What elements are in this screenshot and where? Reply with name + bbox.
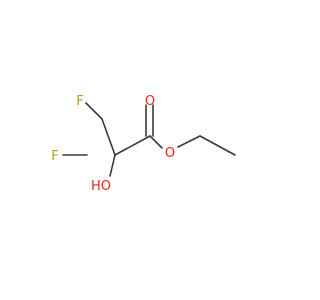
atom-label-f1: F [76,94,83,109]
atom-label-hydroxyl: HO [91,179,111,194]
bond-o-ester-ch2 [177,135,201,148]
bond-c2-oh [109,154,116,177]
bond-c2-c1 [114,135,151,156]
bond-f1-c3 [85,102,103,120]
molecule-diagram: F F O O HO [51,94,236,194]
atom-label-o-carbonyl: O [145,94,155,109]
bond-c3-c2 [101,118,116,156]
bond-c1-o-ester [149,135,163,149]
bond-ch2-ch3 [199,135,236,156]
atom-label-o-ester: O [165,146,175,161]
atom-label-f2: F [51,149,58,164]
